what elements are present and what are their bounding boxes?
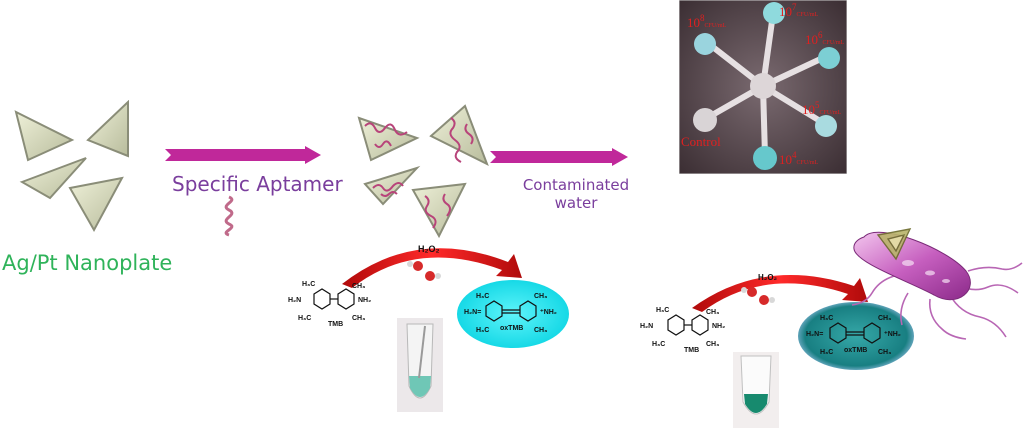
- chip-label-10-5: 105CFU/mL: [802, 100, 842, 117]
- tmb-group: H₃C: [656, 307, 669, 314]
- oxtmb-group: H₃C: [476, 293, 489, 300]
- aptamer-strand: [380, 191, 398, 197]
- well-10-6: [818, 47, 840, 69]
- test-tube-photo-1: [397, 318, 443, 412]
- reaction-scheme-1: H₂O₂ H₃C H₂N H₃C CH₃ NH₂ CH₃ TMB H₃C H₂N…: [288, 244, 569, 348]
- oxtmb-group: H₃C: [820, 315, 833, 322]
- aptamer-strand-icon: [224, 195, 234, 237]
- nanoplate-triangle: [357, 116, 420, 162]
- test-tube-photo-2: [733, 352, 779, 428]
- oxtmb-group: CH₃: [534, 327, 547, 334]
- nanoplate-triangle: [86, 100, 129, 158]
- aptamer-nanoplate-cluster: [357, 104, 489, 239]
- oxtmb-highlight: [798, 302, 914, 370]
- nanoplate-triangle: [429, 104, 489, 167]
- detection-chip-photo: 108CFU/mL 107CFU/mL 106CFU/mL 105CFU/mL …: [679, 0, 847, 174]
- oxtmb-group: H₃C: [476, 327, 489, 334]
- well-10-7: [763, 2, 785, 24]
- nanoplate-triangle: [363, 165, 421, 206]
- chip-label-10-7: 107CFU/mL: [779, 2, 819, 19]
- tmb-group: H₃C: [652, 341, 665, 348]
- nanoplate-label: Ag/Pt Nanoplate: [2, 251, 173, 275]
- oxtmb-group: CH₃: [878, 315, 891, 322]
- aptamer-strand: [464, 123, 474, 145]
- curved-reaction-arrow: [342, 248, 522, 288]
- oxtmb-group: H₂N=: [464, 309, 481, 316]
- well-10-5: [815, 115, 837, 137]
- nanoplate-triangle: [68, 176, 124, 233]
- contaminated-label: Contaminated water: [514, 176, 638, 212]
- well-control: [693, 108, 717, 132]
- curved-reaction-arrow: [692, 275, 868, 312]
- oxtmb-group: CH₃: [534, 293, 547, 300]
- chip-label-10-4: 104CFU/mL: [779, 150, 819, 167]
- oxidant-label: H₂O₂: [418, 244, 440, 254]
- oxtmb-group: H₂N=: [806, 331, 823, 338]
- chip-label-control: Control: [681, 134, 721, 149]
- tmb-group: H₂N: [288, 297, 301, 304]
- aptamer-label: Specific Aptamer: [172, 172, 343, 196]
- process-arrow-2: [490, 148, 628, 166]
- aptamer-strand: [364, 122, 408, 136]
- nanoplate-triangle: [14, 110, 75, 162]
- tmb-group: CH₃: [706, 309, 719, 316]
- tmb-molecule: [313, 288, 355, 310]
- aptamer-strand: [442, 193, 451, 217]
- contaminated-line-2: water: [554, 194, 598, 212]
- oxidant-label: H₂O₂: [758, 273, 778, 282]
- h2o2-molecule-icon: [741, 287, 775, 305]
- process-arrow-1: [165, 146, 321, 164]
- tmb-name: TMB: [328, 321, 343, 328]
- tmb-group: H₃C: [298, 315, 311, 322]
- aptamer-strand: [372, 182, 404, 192]
- tmb-group: NH₂: [712, 323, 725, 330]
- nanoplate-cluster: [14, 100, 129, 233]
- h2o2-molecule-icon: [407, 261, 441, 281]
- oxtmb-highlight: [457, 280, 569, 348]
- tmb-group: CH₃: [352, 283, 365, 290]
- oxtmb-group: ⁺NH₂: [540, 309, 557, 316]
- tmb-group: CH₃: [352, 315, 365, 322]
- aptamer-strand: [449, 117, 462, 163]
- nanoplate-triangle: [411, 182, 467, 239]
- oxtmb-name: oxTMB: [844, 347, 867, 354]
- bacterium-body: [853, 231, 971, 301]
- contaminated-line-1: Contaminated: [522, 176, 630, 194]
- oxtmb-name: oxTMB: [500, 325, 523, 332]
- aptamer-strand: [424, 195, 437, 229]
- well-10-4: [753, 146, 777, 170]
- oxtmb-group: CH₃: [878, 349, 891, 356]
- tmb-group: NH₂: [358, 297, 371, 304]
- oxtmb-group: ⁺NH₂: [884, 331, 901, 338]
- chip-label-10-8: 108CFU/mL: [687, 13, 727, 30]
- bacterium-illustration: [851, 228, 1023, 340]
- tmb-group: CH₃: [706, 341, 719, 348]
- tmb-molecule: [667, 314, 709, 336]
- tmb-group: H₃C: [302, 281, 315, 288]
- tmb-name: TMB: [684, 347, 699, 354]
- nanoplate-triangle: [19, 157, 87, 200]
- oxtmb-molecule: [485, 300, 537, 322]
- chip-label-10-6: 106CFU/mL: [805, 30, 845, 47]
- tmb-group: H₂N: [640, 323, 653, 330]
- aptamer-strand: [374, 140, 392, 148]
- reaction-scheme-2: H₂O₂ H₃C H₂N H₃C CH₃ NH₂ CH₃ TMB H₃C H₂N…: [640, 273, 914, 370]
- oxtmb-group: H₃C: [820, 349, 833, 356]
- oxtmb-molecule: [829, 322, 881, 344]
- well-10-8: [694, 33, 716, 55]
